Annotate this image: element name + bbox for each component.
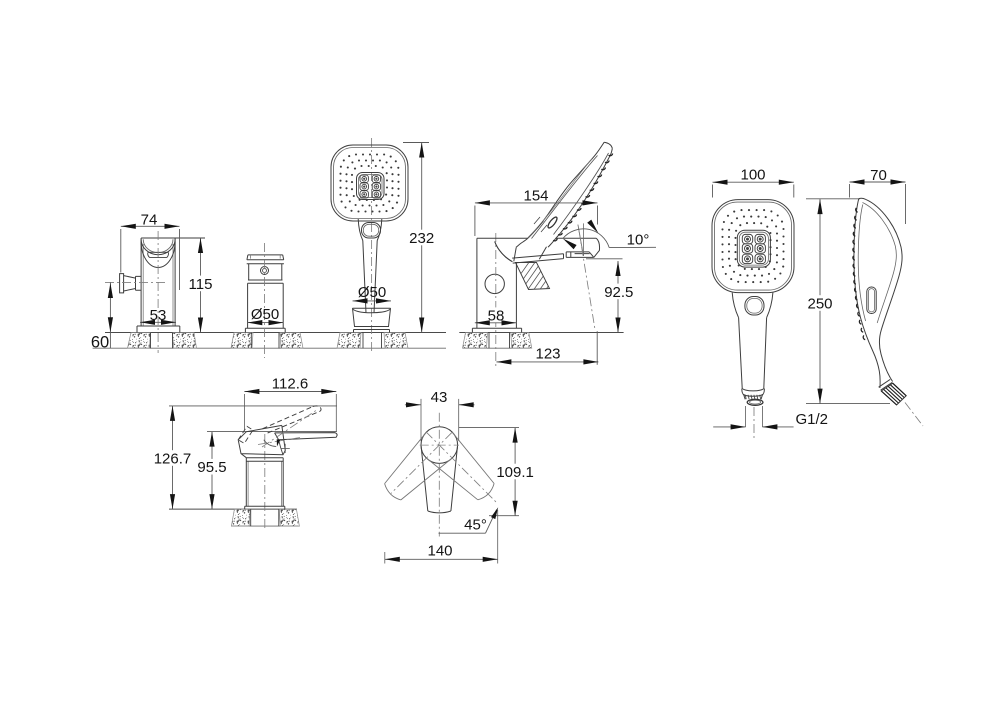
svg-text:250: 250	[807, 295, 832, 312]
svg-text:58: 58	[488, 308, 505, 325]
svg-text:60: 60	[91, 334, 109, 352]
svg-text:123: 123	[535, 346, 560, 363]
svg-text:Ø50: Ø50	[358, 284, 386, 301]
svg-text:232: 232	[409, 230, 434, 247]
svg-text:53: 53	[150, 307, 167, 324]
svg-text:G1/2: G1/2	[796, 411, 829, 428]
svg-text:74: 74	[141, 211, 158, 228]
svg-text:140: 140	[427, 543, 452, 560]
svg-text:45°: 45°	[464, 516, 487, 533]
svg-text:126.7: 126.7	[154, 450, 192, 467]
svg-text:100: 100	[740, 167, 765, 184]
svg-text:70: 70	[870, 167, 887, 184]
svg-text:Ø50: Ø50	[251, 306, 279, 323]
svg-text:95.5: 95.5	[197, 459, 226, 476]
svg-text:109.1: 109.1	[496, 464, 534, 481]
svg-text:112.6: 112.6	[272, 376, 308, 393]
svg-text:154: 154	[523, 188, 548, 205]
svg-text:115: 115	[189, 276, 213, 293]
svg-text:43: 43	[431, 389, 448, 406]
svg-text:92.5: 92.5	[604, 284, 633, 301]
svg-text:10°: 10°	[627, 231, 650, 248]
